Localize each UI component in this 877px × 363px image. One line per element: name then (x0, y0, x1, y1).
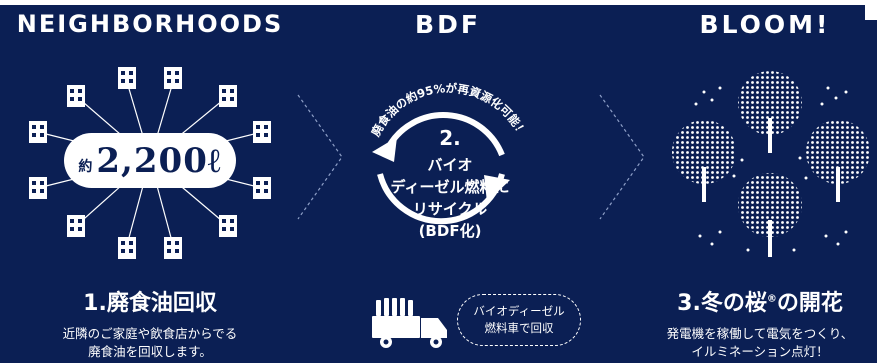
building-icon (219, 215, 237, 237)
bdf-title: BDF (415, 10, 481, 39)
collection-bubble: バイオディーゼル 燃料車で回収 (457, 294, 581, 346)
step3-caption: 3.冬の桜®の開花 (650, 285, 870, 317)
tree-icon (806, 120, 870, 202)
corner-mark (865, 0, 877, 20)
building-icon (67, 215, 85, 237)
step1-desc-line-1: 近隣のご家庭や飲食店からでる (62, 326, 238, 341)
top-border (0, 0, 877, 5)
step3-caption-end: の開花 (776, 291, 843, 316)
tree-icon (738, 71, 802, 153)
step-number: 2. (439, 126, 461, 150)
tree-icon (672, 120, 736, 202)
oil-amount-pill: 約 2,200ℓ (64, 133, 236, 188)
center-line-1: バイオ (427, 156, 473, 174)
oil-amount: 2,200ℓ (96, 140, 222, 181)
step3-caption-main: 3.冬の桜 (677, 291, 767, 316)
neighborhoods-title: NEIGHBORHOODS (16, 10, 284, 38)
step1-caption: 1.廃食油回収 (83, 291, 217, 316)
bubble-line-1: バイオディーゼル (473, 304, 565, 318)
building-icon (118, 67, 136, 89)
step3-description: 発電機を稼働して電気をつくり、 イルミネーション点灯！ (640, 325, 877, 361)
tree-icon (738, 173, 802, 257)
building-icon (253, 177, 271, 199)
building-icon (118, 237, 136, 259)
center-line-3: リサイクル (412, 200, 488, 218)
amount-prefix: 約 (78, 158, 93, 175)
bubble-line-2: 燃料車で回収 (484, 321, 554, 335)
step1-description: 近隣のご家庭や飲食店からでる 廃食油を回収します。 (20, 325, 280, 361)
building-icon (219, 85, 237, 107)
step3-desc-line-1: 発電機を稼働して電気をつくり、 (666, 326, 854, 341)
building-icon (67, 85, 85, 107)
registered-mark: ® (766, 293, 777, 305)
center-line-2: ディーゼル燃料に (390, 178, 510, 196)
building-icon (29, 177, 47, 199)
step3-desc-line-2: イルミネーション点灯！ (691, 344, 829, 359)
center-line-4: (BDF化) (418, 222, 482, 240)
building-icon (29, 121, 47, 143)
building-icon (253, 121, 271, 143)
bloom-title: BLOOM! (699, 10, 831, 39)
step1-desc-line-2: 廃食油を回収します。 (88, 344, 212, 359)
building-icon (164, 67, 182, 89)
building-icon (164, 237, 182, 259)
